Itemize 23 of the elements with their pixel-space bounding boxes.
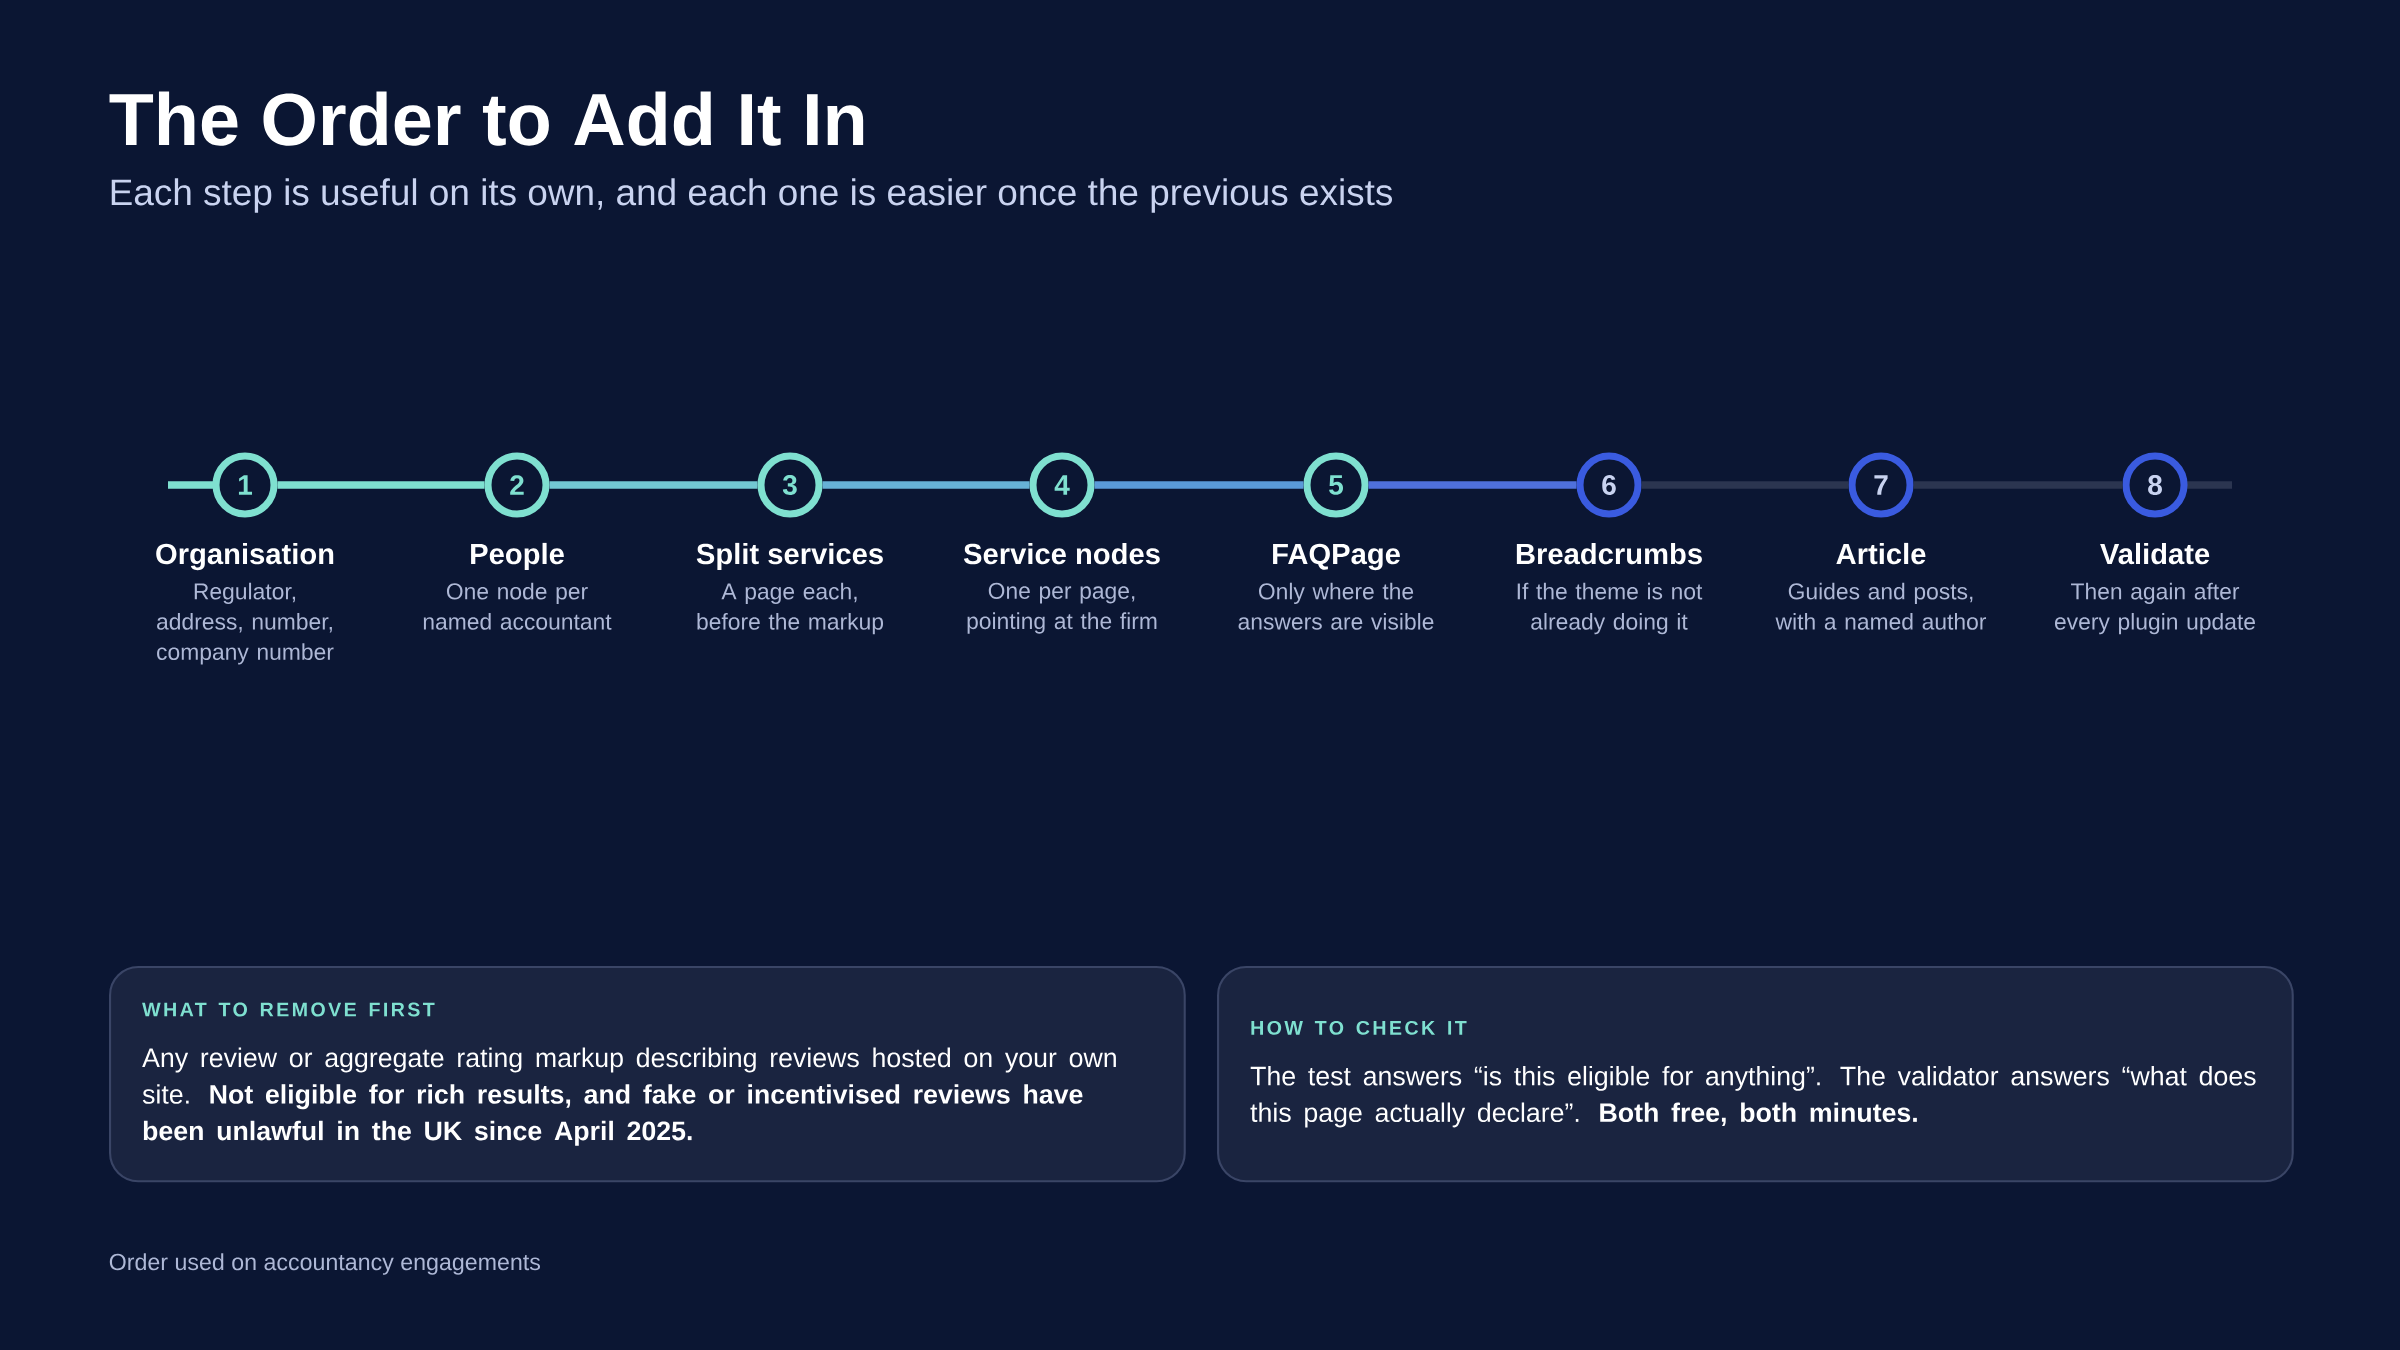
slide-title: The Order to Add It In (109, 91, 864, 146)
step-description: One node per named accountant (423, 582, 612, 630)
step-title: Validate (2100, 542, 2210, 565)
step-description: Only where the answers are visible (1238, 582, 1434, 630)
info-card: WHAT TO REMOVE FIRST Any review or aggregate rating markup describing reviews hosted on your own site. Not eligible for rich results, and fake or incentivised reviews have been unlawful in the UK since April 2025. (109, 966, 1186, 1183)
step-description: One per page, pointing at the firm (967, 582, 1157, 634)
footer-note: Order used on accountancy engagements (109, 1253, 540, 1275)
step-title: People (471, 542, 564, 571)
subtitle: Each step is useful on its own, and each one is easier once the previous exists (111, 178, 1393, 213)
connector-line (1641, 481, 1849, 489)
step-title: Service nodes (963, 542, 1160, 565)
step-description: If the theme is not already doing it (1517, 582, 1703, 635)
step-description: Guides and posts, with a named author (1775, 582, 1987, 630)
step-title: Organisation (156, 542, 334, 571)
info-card: HOW TO CHECK IT The test answers “is this eligible for anything”. The validator answers “what does this page actually declare”. Both free, both minutes. (1217, 966, 2294, 1183)
step-title: Breadcrumbs (1516, 542, 1702, 565)
step-description: Regulator, address, number, company number (157, 582, 334, 665)
connector-line (1913, 481, 2123, 489)
step-description: Then again after every plugin update (2055, 582, 2255, 635)
step-title: Article (1836, 542, 1926, 565)
step-title: FAQPage (1273, 543, 1400, 571)
step-title: Split services (696, 542, 883, 571)
step-description: A page each, before the markup (697, 582, 884, 635)
